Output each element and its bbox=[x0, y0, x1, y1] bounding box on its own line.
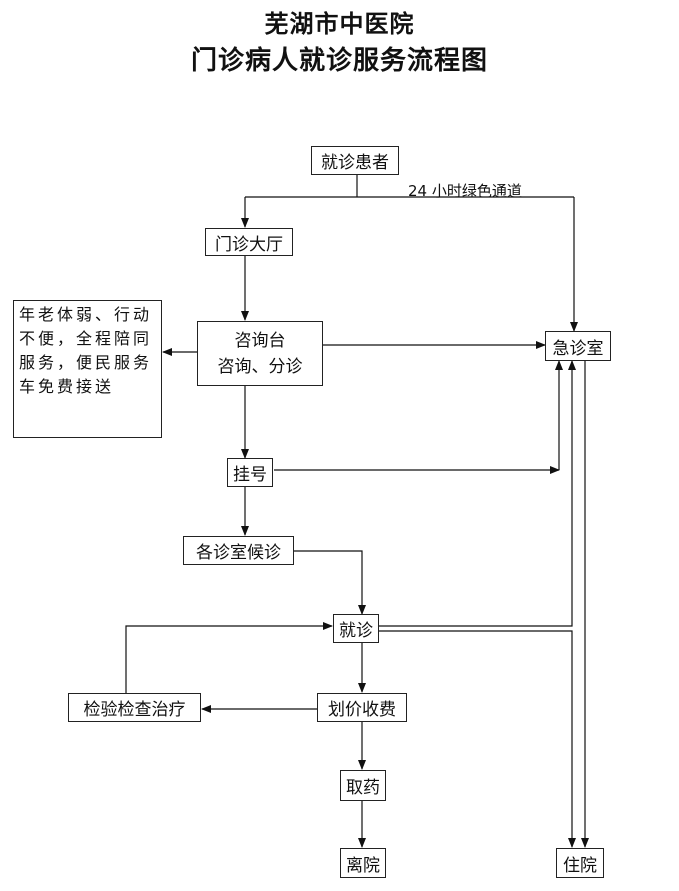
node-assist-note: 年老体弱、行动不便，全程陪同服务，便民服务车免费接送 bbox=[13, 300, 162, 438]
consult-line1: 咨询台 bbox=[234, 330, 286, 351]
node-leave: 离院 bbox=[340, 848, 386, 878]
connector-waiting-visit bbox=[294, 550, 366, 615]
page-subtitle: 门诊病人就诊服务流程图 bbox=[190, 46, 488, 76]
node-waiting: 各诊室候诊 bbox=[183, 536, 294, 565]
node-hall: 门诊大厅 bbox=[205, 228, 293, 256]
node-patient: 就诊患者 bbox=[311, 146, 399, 175]
node-admit: 住院 bbox=[556, 848, 604, 878]
node-emergency: 急诊室 bbox=[545, 331, 611, 361]
node-register: 挂号 bbox=[227, 458, 273, 487]
connector-visit-admit bbox=[379, 630, 576, 848]
page-title: 芜湖市中医院 bbox=[264, 9, 415, 38]
node-pharmacy: 取药 bbox=[340, 770, 386, 801]
connector-visit-emergency bbox=[379, 360, 576, 627]
node-visit: 就诊 bbox=[333, 614, 379, 643]
label-green-channel: 24 小时绿色通道 bbox=[408, 182, 522, 200]
node-consult: 咨询台 咨询、分诊 bbox=[197, 321, 323, 386]
node-exam: 检验检查治疗 bbox=[68, 693, 201, 722]
consult-line2: 咨询、分诊 bbox=[217, 356, 303, 377]
connector-exam-visit bbox=[125, 622, 333, 693]
node-billing: 划价收费 bbox=[317, 693, 407, 722]
